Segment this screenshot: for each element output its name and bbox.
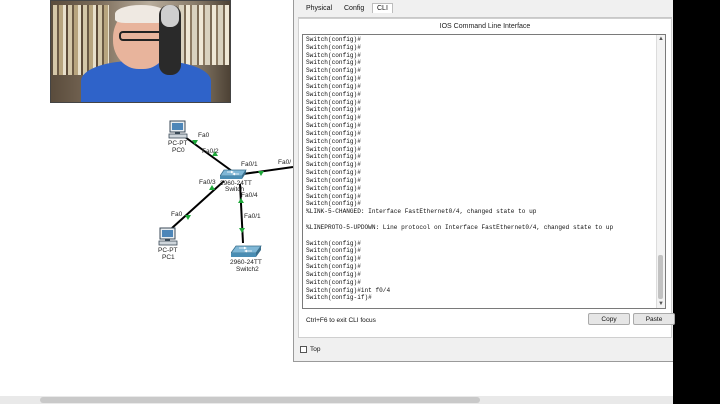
cli-line: Switch(config)# (306, 114, 361, 122)
scrollbar-thumb[interactable] (658, 255, 663, 299)
top-checkbox[interactable] (300, 346, 307, 353)
cli-line: Switch(config-if)# (306, 294, 372, 302)
link-up-marker (239, 228, 245, 233)
link-up-marker (212, 151, 218, 156)
switch-device[interactable] (219, 166, 248, 180)
pc0-type-label: PC-PT (168, 140, 188, 147)
link-switch-right[interactable] (242, 166, 294, 175)
cli-line: Switch(config)#int f0/4 (306, 286, 391, 294)
cli-line: Switch(config)# (306, 129, 361, 137)
switch-icon (230, 245, 262, 257)
tab-config[interactable]: Config (344, 5, 365, 12)
cli-line: Switch(config)# (306, 82, 361, 90)
link-pc0-switch[interactable] (184, 136, 237, 175)
cli-line: Switch(config)# (306, 176, 361, 184)
switch-icon (219, 169, 247, 179)
cli-line: Switch(config)# (306, 145, 361, 153)
cli-line: Switch(config)# (306, 36, 361, 43)
scrollbar-thumb[interactable] (40, 397, 480, 403)
cli-line: Switch(config)# (306, 67, 361, 75)
cli-line: Switch(config)# (306, 239, 361, 247)
pc1-type-label: PC-PT (158, 247, 178, 254)
link-up-marker (258, 171, 264, 176)
cli-line: Switch(config)# (306, 200, 361, 208)
cli-focus-hint: Ctrl+F6 to exit CLI focus (306, 317, 376, 324)
microphone-grill (161, 5, 179, 27)
cli-output[interactable]: Switch(config)#Switch(config)#Switch(con… (306, 36, 656, 302)
cli-line: Switch(config)# (306, 278, 361, 286)
topology-links (171, 136, 294, 244)
link-up-marker (185, 215, 191, 220)
cli-line: Switch(config)# (306, 153, 361, 161)
port-label-fa0-3: Fa0/3 (199, 179, 216, 186)
tab-bar: Physical Config CLI (294, 0, 673, 17)
panel-title: IOS Command Line Interface (439, 23, 531, 30)
paste-button[interactable]: Paste (633, 313, 675, 325)
scroll-down-icon[interactable]: ▼ (658, 301, 664, 307)
switch2-device[interactable] (230, 242, 263, 258)
cli-line: Switch(config)# (306, 51, 361, 59)
device-config-window: Physical Config CLI IOS Command Line Int… (293, 0, 675, 362)
switch-name-label: Switch (225, 186, 245, 193)
copy-button[interactable]: Copy (588, 313, 630, 325)
pc1-device[interactable] (157, 227, 179, 247)
pc-icon (168, 120, 188, 139)
link-up-marker (192, 140, 198, 145)
cli-line (306, 216, 656, 224)
cli-line: Switch(config)# (306, 184, 361, 192)
port-label-fa0-2: Fa0/2 (202, 148, 219, 155)
port-label-right-edge: Fa0/ (278, 159, 292, 166)
tab-physical[interactable]: Physical (306, 5, 333, 12)
cli-line: Switch(config)# (306, 192, 361, 200)
cli-vertical-scrollbar[interactable]: ▲ ▼ (656, 35, 665, 308)
scroll-up-icon[interactable]: ▲ (658, 36, 664, 42)
bookshelf-right (179, 5, 229, 65)
cli-line: Switch(config)# (306, 43, 361, 51)
presenter-hair (115, 5, 167, 23)
link-up-marker (209, 185, 215, 190)
tab-divider (298, 17, 672, 18)
cli-line: %LINK-5-CHANGED: Interface FastEthernet0… (306, 208, 537, 216)
workspace-horizontal-scrollbar[interactable] (0, 396, 673, 404)
cli-line: Switch(config)# (306, 270, 361, 278)
pc0-device[interactable] (167, 120, 189, 140)
switch2-name-label: Switch2 (236, 266, 259, 273)
bookshelf-left (53, 5, 109, 75)
cli-line: Switch(config)# (306, 161, 361, 169)
cli-line: Switch(config)# (306, 263, 361, 271)
pc1-name-label: PC1 (162, 254, 175, 261)
port-label-sw2-fa0-1: Fa0/1 (244, 213, 261, 220)
cli-line (306, 232, 656, 240)
cli-line: Switch(config)# (306, 98, 361, 106)
cli-line: Switch(config)# (306, 59, 361, 67)
pc-icon (158, 227, 178, 246)
pc0-name-label: PC0 (172, 147, 185, 154)
cli-line: Switch(config)# (306, 169, 361, 177)
cli-terminal[interactable]: Switch(config)#Switch(config)#Switch(con… (302, 34, 666, 309)
link-up-marker (238, 198, 244, 203)
link-switch-pc1[interactable] (171, 180, 225, 229)
cli-line: Switch(config)# (306, 75, 361, 83)
cli-line: Switch(config)# (306, 255, 361, 263)
cli-line: %LINEPROTO-5-UPDOWN: Line protocol on In… (306, 223, 614, 231)
port-label-pc0-fa0: Fa0 (198, 132, 210, 139)
webcam-overlay (50, 0, 231, 103)
port-label-fa0-4: Fa0/4 (241, 192, 258, 199)
top-checkbox-label: Top (310, 346, 321, 353)
switch-type-label: 2960-24TT (220, 180, 252, 187)
switch2-type-label: 2960-24TT (230, 259, 262, 266)
cli-line: Switch(config)# (306, 90, 361, 98)
cli-line: Switch(config)# (306, 106, 361, 114)
port-label-fa0-1: Fa0/1 (241, 161, 258, 168)
link-switch-switch2[interactable] (239, 183, 244, 244)
cli-line: Switch(config)# (306, 247, 361, 255)
tab-cli[interactable]: CLI (372, 3, 393, 13)
cli-line: Switch(config)# (306, 122, 361, 130)
port-label-pc1-fa0: Fa0 (171, 211, 183, 218)
cli-line: Switch(config)# (306, 137, 361, 145)
